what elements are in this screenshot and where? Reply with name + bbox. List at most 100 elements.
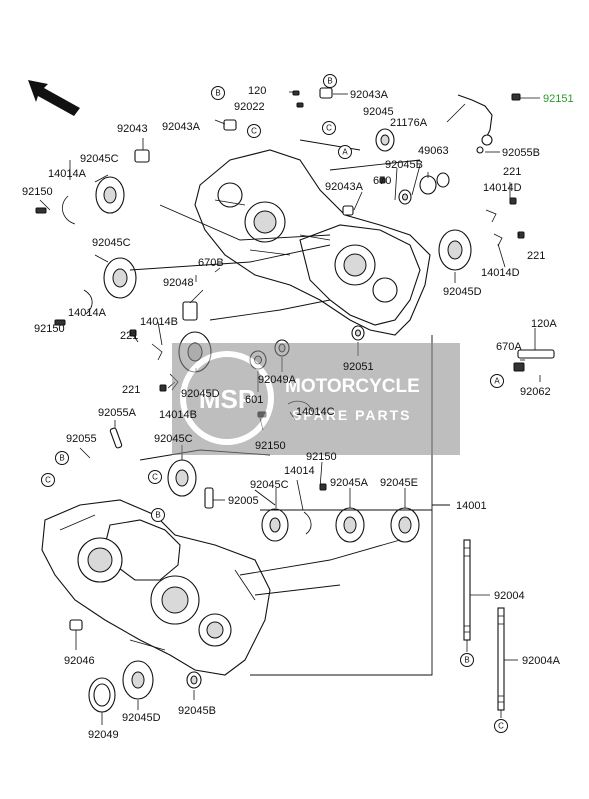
callout-C-top: C	[247, 124, 261, 138]
label-670-top: 670	[373, 175, 391, 187]
callout-B-mid: B	[151, 508, 165, 522]
label-92045D-1: 92045D	[443, 286, 482, 298]
bearing-92045D-bottom	[122, 660, 154, 700]
label-92045C-4: 92045C	[250, 479, 289, 491]
label-92051: 92051	[343, 361, 374, 373]
callout-C-left: C	[41, 473, 55, 487]
svg-text:B: B	[59, 454, 64, 463]
lower-crankcase	[41, 499, 271, 676]
label-670B: 670B	[198, 257, 224, 269]
label-14014A-2: 14014A	[68, 307, 107, 319]
label-14014D-2: 14014D	[481, 267, 520, 279]
callout-C-bottom: C	[494, 719, 508, 733]
upper-crankcase	[194, 149, 431, 336]
leader-lines	[39, 91, 541, 725]
label-14014B-2: 14014B	[159, 409, 197, 421]
svg-text:B: B	[327, 77, 332, 86]
label-92062: 92062	[520, 386, 551, 398]
svg-text:C: C	[251, 127, 257, 136]
label-221-l1: 221	[120, 330, 138, 342]
watermark-logo: MSP	[199, 384, 255, 414]
bearing-92045-top	[375, 128, 395, 152]
label-92055A: 92055A	[98, 407, 137, 419]
label-92049: 92049	[88, 729, 119, 741]
watermark-main: MOTORCYCLE	[285, 376, 420, 397]
label-92150-1: 92150	[22, 186, 53, 198]
part-labels: 92151 120 92022 92043A 92045 21176A 9204…	[22, 85, 574, 741]
fitting-49063	[419, 172, 450, 195]
svg-text:B: B	[215, 89, 220, 98]
label-92045C-1: 92045C	[80, 153, 119, 165]
bearing-92045A	[335, 507, 365, 543]
callout-B-bottom: B	[460, 653, 474, 667]
label-92045C-3: 92045C	[154, 433, 193, 445]
label-14014A-1: 14014A	[48, 168, 87, 180]
svg-text:C: C	[152, 473, 158, 482]
bracket-92062	[513, 349, 555, 372]
label-92043A-left: 92043A	[162, 121, 201, 133]
label-221-r1: 221	[503, 166, 521, 178]
label-21176A: 21176A	[390, 117, 428, 129]
callout-B-top: B	[211, 86, 225, 100]
label-670A: 670A	[496, 341, 522, 353]
svg-text:C: C	[45, 476, 51, 485]
label-92045D-2: 92045D	[181, 388, 220, 400]
svg-text:B: B	[155, 511, 160, 520]
bolts	[35, 90, 525, 491]
label-92150-2: 92150	[34, 323, 65, 335]
label-92055: 92055	[66, 433, 97, 445]
front-arrow-icon	[28, 80, 80, 116]
bearing-92045E	[390, 507, 420, 543]
label-120: 120	[248, 85, 266, 97]
seal-92045B-2	[186, 671, 202, 689]
label-92045C-2: 92045C	[92, 237, 131, 249]
label-92055B: 92055B	[502, 147, 540, 159]
callout-A-right: A	[490, 374, 504, 388]
stud-end-markers	[466, 640, 502, 718]
seal-92049	[88, 677, 116, 713]
label-92004: 92004	[494, 590, 525, 602]
label-92046: 92046	[64, 655, 95, 667]
label-92045B-1: 92045B	[385, 159, 423, 171]
label-92045-top: 92045	[363, 106, 394, 118]
label-14014: 14014	[284, 465, 315, 477]
label-120A: 120A	[531, 318, 557, 330]
svg-text:C: C	[326, 124, 332, 133]
label-92150-4: 92150	[306, 451, 337, 463]
label-92045B-2: 92045B	[178, 705, 216, 717]
label-14014D-1: 14014D	[483, 182, 522, 194]
stud-92004A	[497, 607, 505, 711]
label-601: 601	[245, 394, 263, 406]
callout-C-top2: C	[322, 121, 336, 135]
seal-92051	[351, 325, 365, 341]
label-14014C: 14014C	[296, 406, 335, 418]
watermark: MSP MOTORCYCLE SPARE PARTS	[172, 343, 460, 455]
bearing-92045C-2	[103, 257, 137, 299]
label-14014B-1: 14014B	[140, 316, 178, 328]
bearing-92045C-3	[167, 459, 197, 497]
label-14001: 14001	[456, 500, 487, 512]
callout-C-mid: C	[148, 470, 162, 484]
label-221-l2: 221	[122, 384, 140, 396]
label-221-r2: 221	[527, 250, 545, 262]
seal-92045B-1	[398, 189, 412, 205]
label-92005: 92005	[228, 495, 259, 507]
bearing-92045C-1	[95, 176, 125, 214]
svg-text:C: C	[498, 722, 504, 731]
callout-B-top2: B	[323, 74, 337, 88]
label-92150-3: 92150	[255, 440, 286, 452]
label-49063: 49063	[418, 145, 449, 157]
watermark-sub: SPARE PARTS	[292, 407, 412, 423]
label-92049A: 92049A	[258, 374, 297, 386]
bearing-92045D-right	[438, 229, 472, 271]
svg-text:B: B	[464, 656, 469, 665]
stud-92004	[463, 539, 471, 641]
label-92043A-top: 92043A	[350, 89, 389, 101]
bearing-92045C-4	[261, 508, 289, 542]
svg-text:A: A	[342, 148, 348, 157]
label-92004A: 92004A	[522, 655, 561, 667]
label-92048: 92048	[163, 277, 194, 289]
breather-hose-21176A	[457, 94, 493, 154]
svg-text:A: A	[494, 377, 500, 386]
